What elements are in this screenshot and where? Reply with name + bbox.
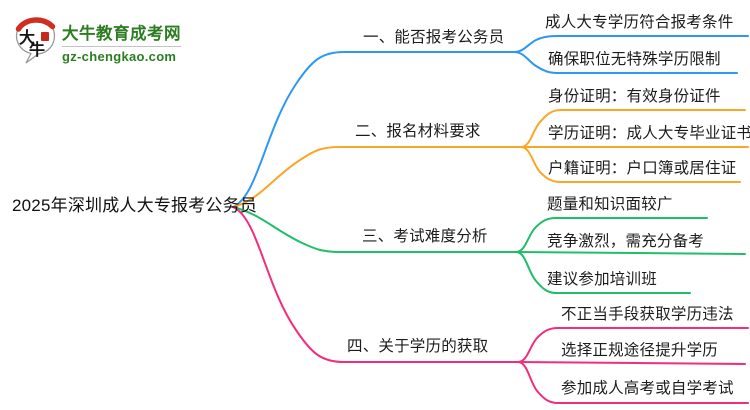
branch-3-connector	[232, 206, 517, 253]
site-logo: 大 牛 大牛教育成考网 gz-chengkao.com	[12, 14, 181, 66]
logo-text-block: 大牛教育成考网 gz-chengkao.com	[62, 20, 181, 64]
leaf-node: 题量和知识面较广	[547, 196, 673, 213]
leaf-node: 成人大专学历符合报考条件	[545, 14, 734, 31]
leaf-node: 学历证明：成人大专毕业证书	[548, 125, 750, 142]
branch-3-fork-down	[515, 251, 691, 294]
branch-2-connector	[232, 146, 522, 208]
branch-4-fork-mid	[517, 361, 746, 365]
branch-4-fork-up	[517, 327, 749, 363]
branch-3-fork-mid	[515, 251, 746, 255]
svg-text:牛: 牛	[29, 40, 45, 59]
branch-1-label: 一、能否报考公务员	[363, 29, 505, 46]
branch-3-fork-up	[515, 217, 708, 253]
branch-4-connector	[232, 206, 519, 363]
leaf-node: 竞争激烈，需充分备考	[547, 233, 705, 250]
leaf-node: 建议参加培训班	[547, 271, 657, 288]
leaf-node: 户籍证明：户口簿或居住证	[548, 160, 737, 177]
branch-2-label: 二、报名材料要求	[355, 123, 481, 140]
branch-1-fork-up	[513, 35, 749, 53]
branch-4-label: 四、关于学历的获取	[347, 338, 489, 355]
logo-bull-bubble-icon: 大 牛	[15, 17, 56, 64]
branch-1-fork-down	[513, 51, 738, 74]
leaf-node: 参加成人高考或自学考试	[561, 380, 734, 397]
branch-1-connector	[232, 51, 515, 208]
branch-4-fork-down	[517, 361, 749, 404]
svg-text:大: 大	[19, 28, 35, 47]
leaf-node: 身份证明：有效身份证件	[548, 88, 721, 105]
logo-url: gz-chengkao.com	[62, 46, 181, 64]
leaf-node: 确保职位无特殊学历限制	[548, 51, 721, 68]
branch-2-fork-down	[520, 146, 741, 183]
leaf-node: 选择正规途径提升学历	[561, 342, 719, 359]
branch-2-fork-up	[520, 109, 746, 148]
branch-3-label: 三、考试难度分析	[362, 228, 488, 245]
logo-title: 大牛教育成考网	[62, 25, 181, 43]
leaf-node: 不正当手段获取学历违法	[561, 306, 734, 323]
root-node: 2025年深圳成人大专报考公务员	[12, 196, 258, 215]
